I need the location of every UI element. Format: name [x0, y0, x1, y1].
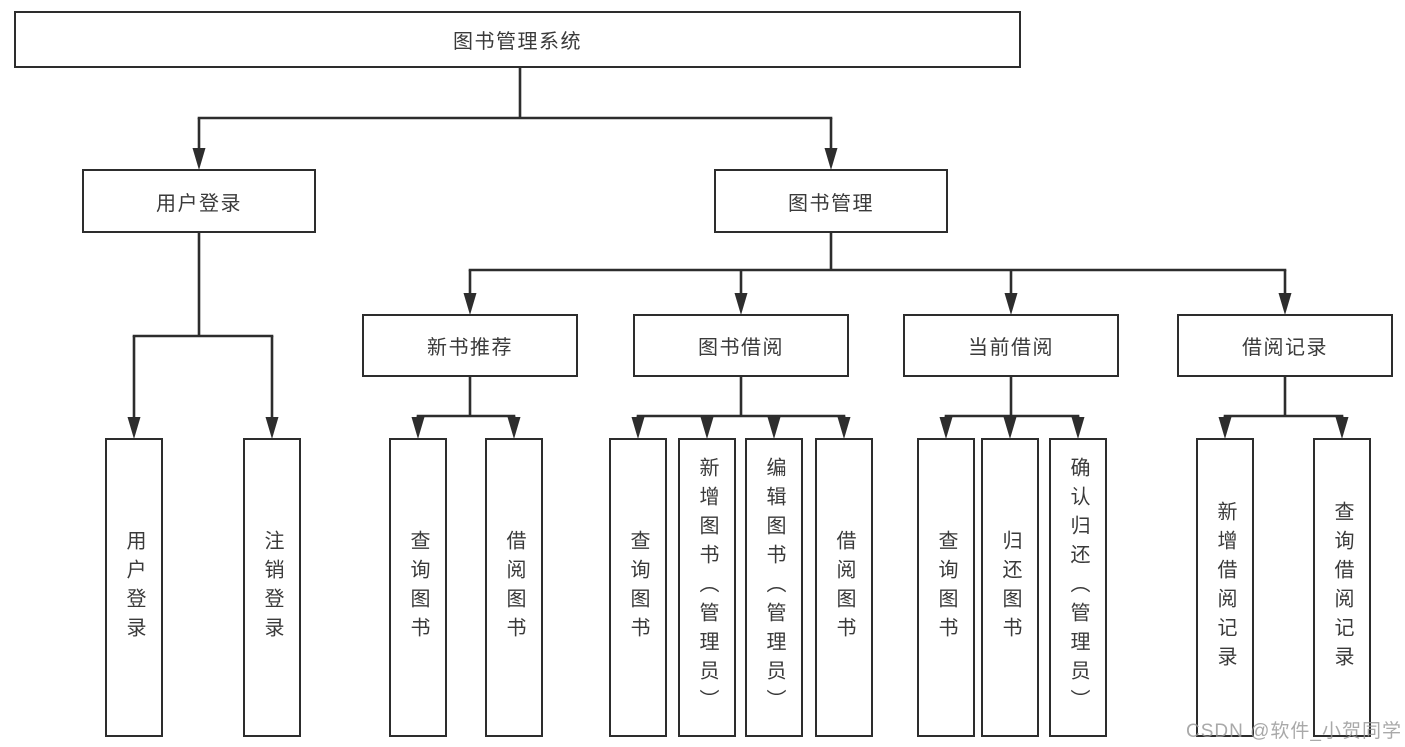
leaf-borrow-books-borrowing: 借阅图书	[815, 438, 873, 737]
node-book-management: 图书管理	[714, 169, 948, 233]
leaf-edit-book-admin: 编辑图书（管理员）	[745, 438, 803, 737]
leaf-query-borrow-record: 查询借阅记录	[1313, 438, 1371, 737]
node-borrow-records: 借阅记录	[1177, 314, 1393, 377]
leaf-user-login: 用户登录	[105, 438, 163, 737]
leaf-confirm-return-admin: 确认归还（管理员）	[1049, 438, 1107, 737]
leaf-add-borrow-record: 新增借阅记录	[1196, 438, 1254, 737]
node-book-borrowing: 图书借阅	[633, 314, 849, 377]
leaf-query-books-current: 查询图书	[917, 438, 975, 737]
node-new-book-recommend: 新书推荐	[362, 314, 578, 377]
leaf-borrow-books-recommend: 借阅图书	[485, 438, 543, 737]
leaf-logout: 注销登录	[243, 438, 301, 737]
leaf-query-books-recommend: 查询图书	[389, 438, 447, 737]
leaf-return-books: 归还图书	[981, 438, 1039, 737]
node-user-login: 用户登录	[82, 169, 316, 233]
csdn-watermark: CSDN @软件_小贺同学	[1186, 721, 1402, 742]
node-library-system: 图书管理系统	[14, 11, 1021, 68]
node-current-borrowing: 当前借阅	[903, 314, 1119, 377]
leaf-query-books-borrowing: 查询图书	[609, 438, 667, 737]
leaf-add-book-admin: 新增图书（管理员）	[678, 438, 736, 737]
